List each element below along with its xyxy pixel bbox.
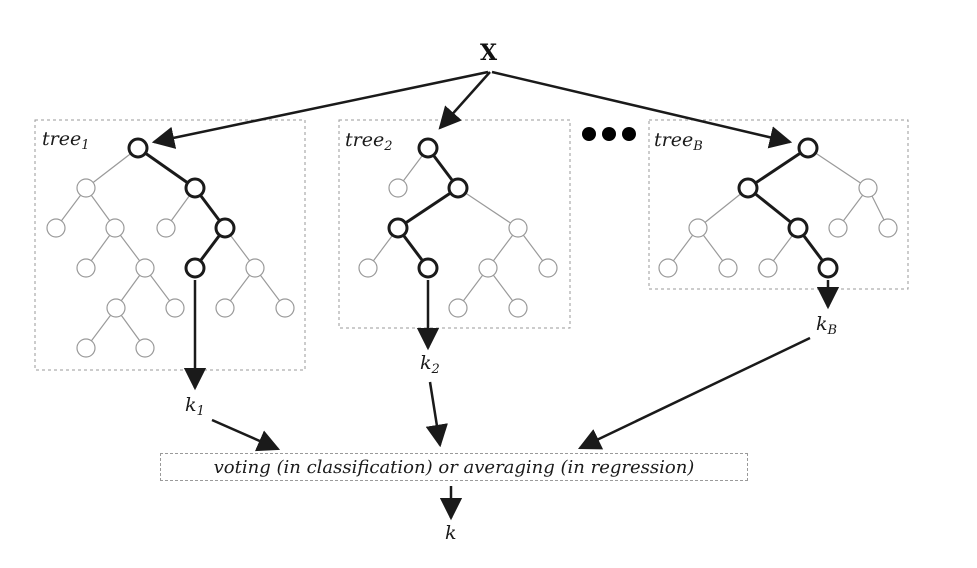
tree-edge: [697, 187, 749, 229]
output-k1-name: k: [185, 394, 197, 416]
tree-node: [76, 178, 96, 198]
decision-path-node: [737, 177, 759, 199]
kb-to-combiner-arrow: [577, 336, 811, 450]
output-k1-label: k1: [185, 394, 205, 419]
x-to-tree-1-arrow: [151, 70, 489, 149]
combiner-text: voting (in classification) or averaging …: [213, 456, 695, 478]
decision-path-edge: [747, 146, 809, 190]
tree-node: [758, 258, 778, 278]
decision-path-node: [787, 217, 809, 239]
tree-node: [688, 218, 708, 238]
tree-node: [858, 178, 878, 198]
tree-2-label: tree2: [345, 129, 393, 154]
tree-b-frame: [648, 119, 909, 290]
tree-node: [478, 258, 498, 278]
ellipsis-dots: [582, 127, 636, 141]
tree-node: [106, 298, 126, 318]
tree-edge: [807, 147, 869, 189]
tree-node: [358, 258, 378, 278]
k1-to-combiner-arrow: [211, 418, 281, 452]
decision-path-edge: [137, 146, 196, 190]
tree-node: [508, 298, 528, 318]
decision-path-node: [127, 137, 149, 159]
tree-2-label-sub: 2: [384, 139, 393, 154]
output-k2-name: k: [420, 352, 432, 374]
tree-node: [135, 338, 155, 358]
tree-edge: [457, 187, 519, 229]
output-kb-sub: B: [827, 323, 838, 338]
tree-node: [538, 258, 558, 278]
tree-2-label-name: tree: [345, 129, 385, 151]
tree-node: [135, 258, 155, 278]
decision-path-node: [417, 137, 439, 159]
tree-b-label: treeB: [654, 129, 703, 154]
decision-path-node: [184, 257, 206, 279]
tree-node: [658, 258, 678, 278]
decision-path-node: [417, 257, 439, 279]
tree-node: [718, 258, 738, 278]
tree-node: [508, 218, 528, 238]
tree-node: [46, 218, 66, 238]
ellipsis-dot: [602, 127, 616, 141]
decision-path-node: [184, 177, 206, 199]
decision-path-node: [797, 137, 819, 159]
tree-node: [156, 218, 176, 238]
output-k2-sub: 2: [431, 362, 440, 377]
k2-to-combiner-arrow: [425, 381, 448, 448]
combiner-box: voting (in classification) or averaging …: [160, 453, 748, 481]
tree-node: [448, 298, 468, 318]
x-to-tree-b-arrow: [491, 70, 793, 149]
x-to-tree-2-arrow: [438, 71, 491, 130]
tree-node: [828, 218, 848, 238]
decision-path-node: [387, 217, 409, 239]
decision-path-edge: [747, 186, 799, 230]
tree-1-frame: [34, 119, 306, 371]
tree-node: [878, 218, 898, 238]
tree-node: [165, 298, 185, 318]
tree-b-label-sub: B: [693, 139, 703, 154]
tree-node: [76, 258, 96, 278]
final-output-label: k: [445, 522, 457, 544]
output-kb-label: kB: [816, 313, 838, 338]
decision-path-node: [817, 257, 839, 279]
tree-node: [215, 298, 235, 318]
decision-path-node: [447, 177, 469, 199]
input-x-label: X: [480, 40, 498, 66]
tree-node: [388, 178, 408, 198]
output-k1-sub: 1: [196, 404, 205, 419]
tree-node: [245, 258, 265, 278]
decision-path-edge: [397, 186, 459, 230]
tree-edge: [85, 147, 139, 189]
output-k2-label: k2: [420, 352, 440, 377]
tree-b-label-name: tree: [654, 129, 694, 151]
tree-node: [105, 218, 125, 238]
tree-node: [76, 338, 96, 358]
tree-1-label-name: tree: [42, 128, 82, 150]
tree-node: [275, 298, 295, 318]
decision-path-node: [214, 217, 236, 239]
ellipsis-dot: [582, 127, 596, 141]
tree-1-label-sub: 1: [81, 138, 90, 153]
ellipsis-dot: [622, 127, 636, 141]
output-kb-name: k: [816, 313, 828, 335]
tree-1-label: tree1: [42, 128, 90, 153]
